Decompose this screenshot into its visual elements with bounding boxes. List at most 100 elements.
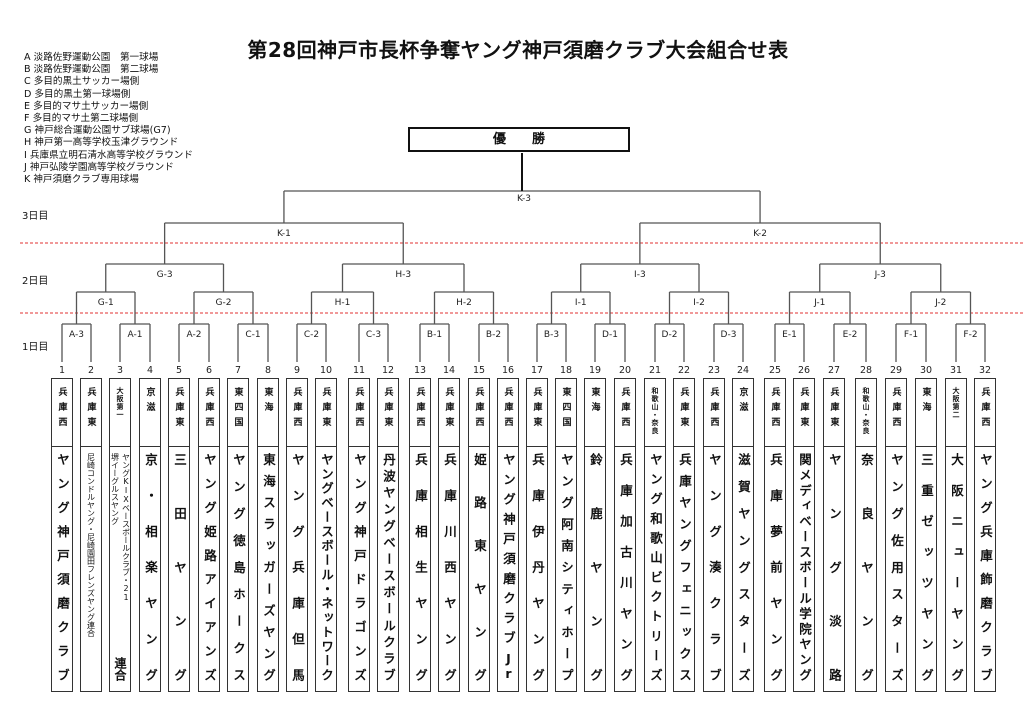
team-entry: 兵庫西ヤング湊クラブ bbox=[703, 378, 725, 692]
team-number: 28 bbox=[860, 365, 872, 376]
team-name-text: ヤング和歌山ビクトリーズ bbox=[648, 453, 663, 681]
team-name-text: ヤング兵庫飾磨クラブ bbox=[978, 453, 993, 681]
team-region: 京滋 bbox=[732, 378, 754, 447]
team-number: 17 bbox=[531, 365, 543, 376]
team-number: 24 bbox=[737, 365, 749, 376]
team-region: 和歌山・奈良 bbox=[855, 378, 877, 447]
team-region-text: 兵庫西 bbox=[56, 387, 67, 432]
team-region-text: 兵庫西 bbox=[353, 387, 364, 432]
team-number: 9 bbox=[294, 365, 300, 376]
team-name: 三田ヤング bbox=[168, 447, 190, 692]
venue-legend-item: J 神戸弘陵学園高等学校グラウンド bbox=[24, 161, 174, 173]
team-name-text: 大阪ニューヤング bbox=[949, 453, 964, 681]
team-name-line: 堺イーグルスヤング bbox=[110, 453, 120, 525]
match-label: I-3 bbox=[634, 270, 646, 280]
venue-legend-item: F 多目的マサ土第二球場側 bbox=[24, 113, 139, 125]
team-number: 23 bbox=[708, 365, 720, 376]
match-label: A-3 bbox=[69, 330, 84, 340]
team-name: ヤング徳島ホークス bbox=[227, 447, 249, 692]
day-3-label: 3日目 bbox=[22, 211, 49, 222]
match-label: K-1 bbox=[277, 229, 291, 239]
team-region-text: 和歌山・奈良 bbox=[651, 387, 659, 435]
team-name: 兵庫加古川ヤング bbox=[614, 447, 636, 692]
team-region-text: 兵庫西 bbox=[502, 387, 513, 432]
team-name-text: 兵庫相生ヤング bbox=[413, 453, 428, 681]
team-name: 京・相楽ヤング bbox=[139, 447, 161, 692]
team-region-text: 兵庫東 bbox=[678, 387, 689, 432]
team-region-text: 兵庫東 bbox=[382, 387, 393, 432]
team-name: ヤング湊クラブ bbox=[703, 447, 725, 692]
team-name: 鈴鹿ヤング bbox=[584, 447, 606, 692]
team-entry: 大阪第二大阪ニューヤング bbox=[945, 378, 967, 692]
team-region: 兵庫東 bbox=[315, 378, 337, 447]
venue-legend-item: A 淡路佐野運動公園 第一球場 bbox=[24, 52, 159, 63]
team-region-text: 東四国 bbox=[232, 387, 243, 432]
venue-legend-item: D 多目的黒土第一球場側 bbox=[24, 88, 131, 100]
team-entry: 兵庫西ヤング兵庫飾磨クラブ bbox=[974, 378, 996, 692]
team-number: 15 bbox=[473, 365, 485, 376]
team-name-text: 三重ゼッツヤング bbox=[919, 453, 934, 681]
team-entry: 兵庫西姫路東ヤング bbox=[468, 378, 490, 692]
team-name: 兵庫ヤングフェニックス bbox=[673, 447, 695, 692]
team-entry: 兵庫東兵庫川西ヤング bbox=[438, 378, 460, 692]
team-name-text: ヤング神戸須磨クラブJr bbox=[501, 453, 516, 681]
team-region: 東海 bbox=[584, 378, 606, 447]
match-label-final: K-3 bbox=[517, 194, 531, 204]
team-entry: 兵庫西ヤング神戸ドラゴンズ bbox=[348, 378, 370, 692]
team-region-text: 兵庫西 bbox=[203, 387, 214, 432]
team-name: 丹波ヤングベースボールクラブ bbox=[377, 447, 399, 692]
team-entry: 東海鈴鹿ヤング bbox=[584, 378, 606, 692]
team-number: 7 bbox=[235, 365, 241, 376]
match-label: A-1 bbox=[128, 330, 143, 340]
team-region-text: 兵庫西 bbox=[708, 387, 719, 432]
team-number: 29 bbox=[890, 365, 902, 376]
team-name-text: 京・相楽ヤング bbox=[143, 453, 158, 681]
match-label: D-2 bbox=[662, 330, 678, 340]
team-region: 兵庫西 bbox=[348, 378, 370, 447]
team-entry: 兵庫西兵庫加古川ヤング bbox=[614, 378, 636, 692]
team-number: 1 bbox=[59, 365, 65, 376]
team-region: 兵庫西 bbox=[764, 378, 786, 447]
match-label: J-3 bbox=[874, 270, 886, 280]
team-region: 東四国 bbox=[555, 378, 577, 447]
team-region: 大阪第二 bbox=[945, 378, 967, 447]
match-label: I-1 bbox=[575, 298, 587, 308]
day-2-label: 2日目 bbox=[22, 276, 49, 287]
team-region-text: 兵庫西 bbox=[979, 387, 990, 432]
team-region-text: 兵庫東 bbox=[443, 387, 454, 432]
team-name-text: ヤング徳島ホークス bbox=[231, 453, 246, 681]
match-label: D-1 bbox=[602, 330, 618, 340]
team-entry: 兵庫東ヤングベースボール・ネットワーク bbox=[315, 378, 337, 692]
team-entry: 兵庫東三田ヤング bbox=[168, 378, 190, 692]
team-name: 三重ゼッツヤング bbox=[915, 447, 937, 692]
team-number: 18 bbox=[560, 365, 572, 376]
match-label: D-3 bbox=[721, 330, 737, 340]
match-label: H-3 bbox=[395, 270, 411, 280]
team-number: 2 bbox=[88, 365, 94, 376]
team-name: 兵庫伊丹ヤング bbox=[526, 447, 548, 692]
team-entry: 兵庫西ヤング兵庫但馬 bbox=[286, 378, 308, 692]
team-region: 東海 bbox=[915, 378, 937, 447]
team-region: 兵庫東 bbox=[168, 378, 190, 447]
team-name-text: 三田ヤング bbox=[172, 453, 187, 681]
match-label: B-2 bbox=[486, 330, 501, 340]
team-region-text: 大阪第二 bbox=[952, 387, 960, 419]
match-label: B-3 bbox=[544, 330, 559, 340]
team-region-text: 兵庫西 bbox=[769, 387, 780, 432]
team-number: 19 bbox=[589, 365, 601, 376]
team-name: 大阪ニューヤング bbox=[945, 447, 967, 692]
venue-legend-item: H 神戸第一高等学校玉津グラウンド bbox=[24, 137, 179, 149]
team-name: 兵庫夢前ヤング bbox=[764, 447, 786, 692]
team-name-text: ヤング淡路 bbox=[827, 453, 842, 681]
team-region-text: 東海 bbox=[920, 387, 931, 417]
team-region-text: 京滋 bbox=[737, 387, 748, 417]
match-label: C-2 bbox=[304, 330, 319, 340]
team-region: 兵庫東 bbox=[80, 378, 102, 447]
team-number: 5 bbox=[176, 365, 182, 376]
team-number: 16 bbox=[502, 365, 514, 376]
team-number: 32 bbox=[979, 365, 991, 376]
team-number: 6 bbox=[206, 365, 212, 376]
team-region-text: 兵庫東 bbox=[320, 387, 331, 432]
